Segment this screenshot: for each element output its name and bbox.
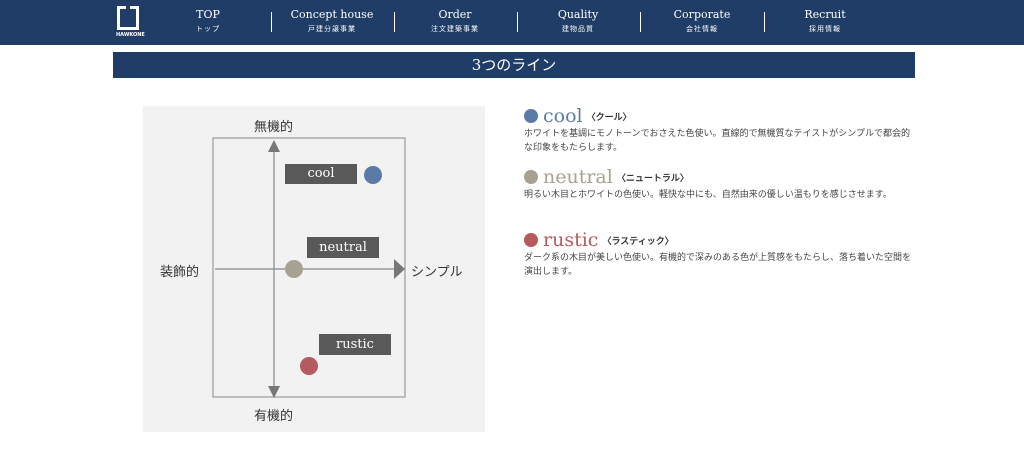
cool-bullet-icon — [524, 109, 538, 123]
axis-label-left: 装飾的 — [160, 265, 200, 280]
diagram-axes — [212, 137, 406, 398]
cool-label: cool — [307, 166, 335, 181]
neutral-label: neutral — [319, 240, 367, 255]
rustic-dot — [300, 357, 318, 375]
line-description-cool: cool〈クール〉 ホワイトを基調にモノトーンでおさえた色使い。直線的で無機質な… — [524, 105, 911, 153]
nav-divider — [517, 12, 518, 32]
arrow-down-icon — [268, 386, 280, 398]
arrow-up-icon — [268, 140, 280, 152]
nav-divider — [394, 12, 395, 32]
diagram-frame — [212, 137, 406, 398]
section-title: 3つのライン — [113, 52, 915, 78]
cool-dot — [364, 166, 382, 184]
rustic-label-box — [319, 334, 391, 355]
axis-label-bottom: 有機的 — [254, 409, 294, 424]
nav-divider — [764, 12, 765, 32]
nav-divider — [271, 12, 272, 32]
neutral-dot — [285, 260, 303, 278]
nav-divider — [640, 12, 641, 32]
neutral-label-box — [307, 237, 379, 258]
neutral-bullet-icon — [524, 170, 538, 184]
rustic-bullet-icon — [524, 233, 538, 247]
arrow-right-icon — [394, 259, 405, 279]
line-description-rustic: rustic〈ラスティック〉 ダーク系の木目が美しい色使い。有機的で深みのある色… — [524, 229, 912, 277]
cool-label-box — [285, 164, 357, 184]
axis-label-top: 無機的 — [254, 120, 294, 135]
axis-label-right: シンプル — [411, 265, 463, 280]
hawkone-logo[interactable]: HAWKONE — [116, 6, 145, 40]
rustic-label: rustic — [336, 337, 374, 352]
line-description-neutral: neutral〈ニュートラル〉 明るい木目とホワイトの色使い。軽快な中にも、自然… — [524, 166, 892, 200]
positioning-diagram: 無機的 有機的 装飾的 シンプル cool neutral rustic — [143, 106, 485, 432]
